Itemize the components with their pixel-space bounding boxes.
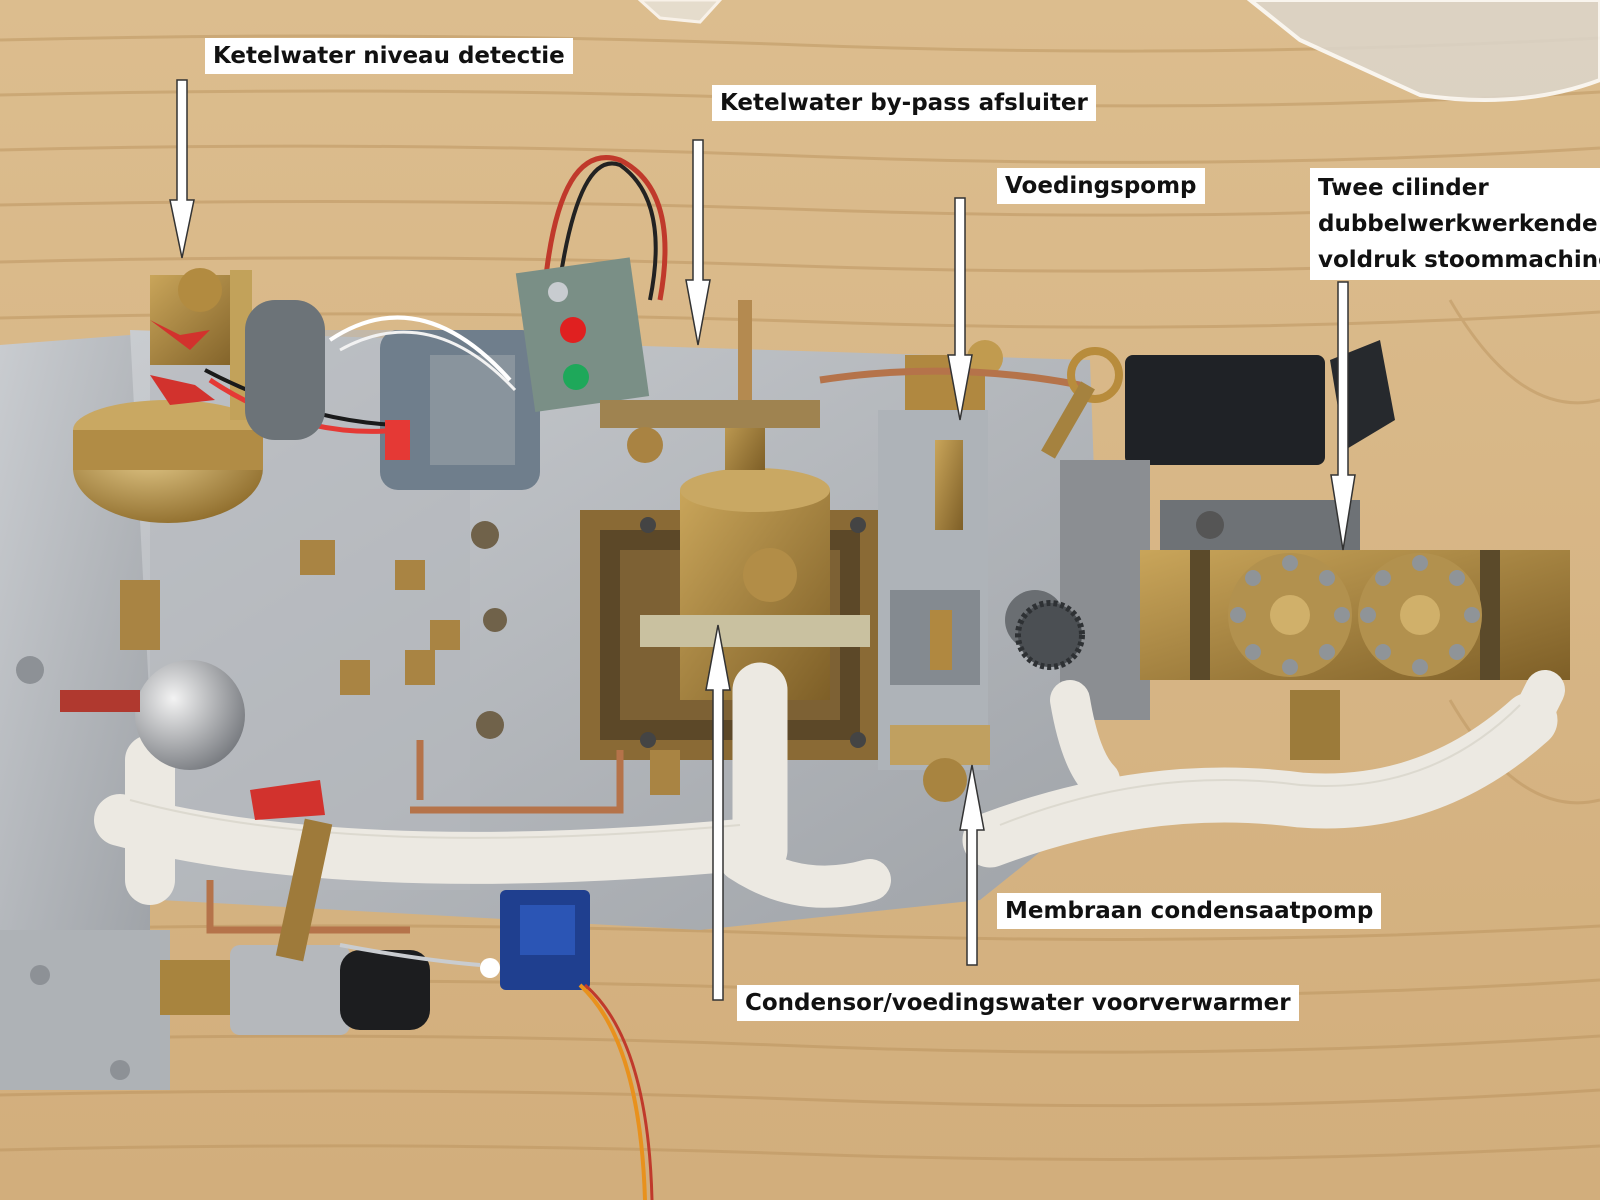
servo (480, 890, 654, 1200)
arrow-condensate-pump (959, 764, 985, 966)
led-perfboard (515, 257, 650, 412)
pressure-gauge (73, 400, 263, 523)
bypass-valve (600, 300, 820, 470)
label-engine-line-2: dubbelwerkwerkende (1318, 211, 1598, 237)
label-engine: Twee cilinder dubbelwerkwerkende voldruk… (1310, 168, 1600, 280)
gear (1015, 600, 1085, 670)
label-condensate-pump: Membraan condensaatpomp (997, 893, 1382, 929)
arrow-bypass-valve (685, 139, 711, 346)
label-condenser: Condensor/voedingswater voorverwarmer (737, 985, 1299, 1021)
arrow-feed-pump (947, 197, 973, 421)
arrow-condenser (705, 624, 731, 1001)
label-feed-pump: Voedingspomp (997, 168, 1205, 204)
plastic-box (1246, 0, 1600, 102)
coupling (160, 818, 481, 1035)
insulated-pipe (94, 662, 1565, 908)
ball-valve (135, 660, 245, 770)
arrow-engine (1330, 281, 1356, 551)
label-engine-line-1: Twee cilinder (1318, 175, 1489, 201)
steam-engine (1041, 340, 1570, 760)
condenser-preheater (580, 468, 880, 760)
label-level-detection: Ketelwater niveau detectie (205, 38, 573, 74)
arrow-level-detection (169, 79, 195, 259)
label-engine-line-3: voldruk stoommachine (1318, 247, 1600, 273)
label-bypass-valve: Ketelwater by-pass afsluiter (712, 85, 1096, 121)
level-detector (150, 268, 410, 460)
